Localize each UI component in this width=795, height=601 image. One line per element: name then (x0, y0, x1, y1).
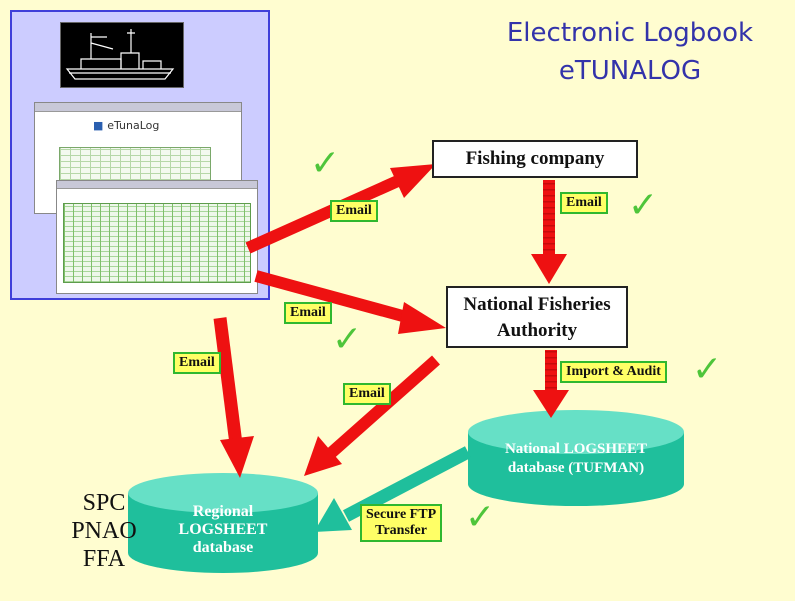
logsheet-window-titlebar (57, 181, 257, 189)
app-name: eTunaLog (107, 119, 160, 132)
email-label-vessel-to-fishing-company: Email (330, 200, 378, 222)
agency-spc: SPC (82, 490, 126, 516)
fishing-company-node: Fishing company (432, 140, 638, 178)
nfa-label-line-2: Authority (496, 320, 578, 341)
checkmark-icon: ✓ (332, 319, 363, 360)
arrow-vessel-to-regional-db (213, 317, 254, 478)
email-label-nfa-to-regional-db: Email (343, 383, 391, 405)
regional-logsheet-db-cylinder (128, 473, 318, 573)
regional-db-label-line-1: Regional (192, 503, 254, 520)
app-logsheet-window (56, 180, 258, 294)
title-line-2: eTUNALOG (558, 56, 702, 86)
secure-ftp-label: Secure FTP Transfer (360, 504, 443, 542)
app-logo-icon: ■ (93, 119, 108, 132)
secure-ftp-label-line-1: Secure FTP (366, 507, 437, 522)
agency-ffa: FFA (82, 546, 126, 572)
secure-ftp-label-line-2: Transfer (375, 523, 427, 538)
national-db-label-line-2: database (TUFMAN) (507, 460, 645, 476)
national-db-label-line-1: National LOGSHEET (504, 441, 648, 457)
arrow-fishing-company-to-nfa (531, 180, 567, 284)
arrow-nfa-to-regional-db (304, 355, 440, 476)
nfa-label-line-1: National Fisheries (463, 294, 611, 315)
arrow-vessel-to-fishing-company (245, 164, 436, 254)
fishing-vessel-image (60, 22, 184, 88)
national-logsheet-db-cylinder (468, 410, 684, 506)
fishing-company-label: Fishing company (465, 148, 605, 169)
checkmark-icon: ✓ (692, 349, 723, 390)
checkmark-icon: ✓ (465, 497, 496, 538)
agency-pnao: PNAO (71, 518, 137, 544)
nfa-node: National Fisheries Authority (446, 286, 628, 348)
logsheet-data-grid (63, 203, 251, 283)
app-screenshot-panel: ■ eTunaLog (10, 10, 270, 300)
arrow-nfa-to-national-db (533, 350, 569, 418)
arrow-vessel-to-nfa (254, 270, 446, 334)
regional-db-label-line-3: database (192, 539, 254, 556)
national-db-label: National LOGSHEET database (TUFMAN) (468, 440, 684, 478)
app-logo: ■ eTunaLog (93, 119, 159, 132)
email-label-vessel-to-nfa: Email (284, 302, 332, 324)
regional-db-label: Regional LOGSHEET database (128, 503, 318, 557)
import-audit-label: Import & Audit (560, 361, 667, 383)
email-label-vessel-to-regional-db: Email (173, 352, 221, 374)
regional-db-label-line-2: LOGSHEET (178, 521, 268, 538)
app-window-titlebar (35, 103, 241, 112)
email-label-fishing-company-to-nfa: Email (560, 192, 608, 214)
checkmark-icon: ✓ (628, 185, 659, 226)
title-line-1: Electronic Logbook (506, 18, 754, 48)
checkmark-icon: ✓ (310, 143, 341, 184)
